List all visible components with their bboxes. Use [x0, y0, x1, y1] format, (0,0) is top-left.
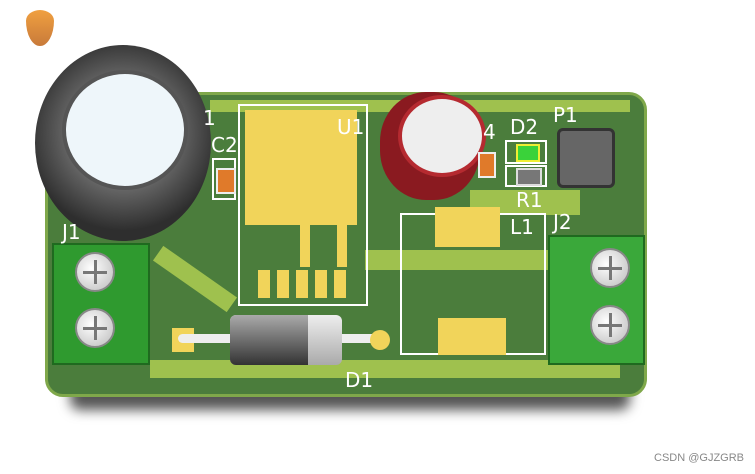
label-d2: D2: [510, 115, 539, 139]
u1-pin: [315, 270, 327, 298]
screw-icon: [75, 308, 115, 348]
watermark: CSDN @GJZGRB: [654, 452, 745, 464]
label-l1: L1: [510, 215, 534, 239]
label-j2: J2: [553, 210, 572, 234]
trace: [365, 250, 555, 270]
u1-pin: [334, 270, 346, 298]
diode-d1-band: [230, 315, 308, 365]
u1-pin: [258, 270, 270, 298]
label-u1: U1: [337, 115, 365, 139]
r1-outline: [505, 165, 547, 187]
screw-icon: [590, 305, 630, 345]
u1-pin: [337, 225, 347, 267]
resistor-r1: [516, 168, 542, 186]
label-c4: 4: [483, 120, 496, 144]
screw-icon: [75, 252, 115, 292]
label-d1: D1: [345, 368, 374, 392]
d2-outline: [505, 140, 547, 164]
l1-pad: [438, 318, 506, 355]
d1-pad-round: [370, 330, 390, 350]
label-c1: 1: [203, 106, 216, 130]
drop-marker: [26, 10, 54, 46]
u1-tab-pad: [245, 110, 357, 225]
screw-icon: [590, 248, 630, 288]
label-p1: P1: [553, 103, 578, 127]
capacitor-c4-top: [398, 95, 486, 177]
u1-pin: [296, 270, 308, 298]
u1-pin: [277, 270, 289, 298]
led-d2: [516, 144, 540, 162]
header-p1: [557, 128, 615, 188]
c4-smd: [478, 152, 496, 178]
label-r1: R1: [516, 188, 543, 212]
u1-pin: [300, 225, 310, 267]
u1-outline: [238, 104, 368, 306]
capacitor-c1-top: [62, 70, 188, 190]
capacitor-c2: [216, 168, 236, 194]
label-c2: C2: [211, 133, 238, 157]
label-j1: J1: [62, 220, 81, 244]
l1-pad: [435, 207, 500, 247]
